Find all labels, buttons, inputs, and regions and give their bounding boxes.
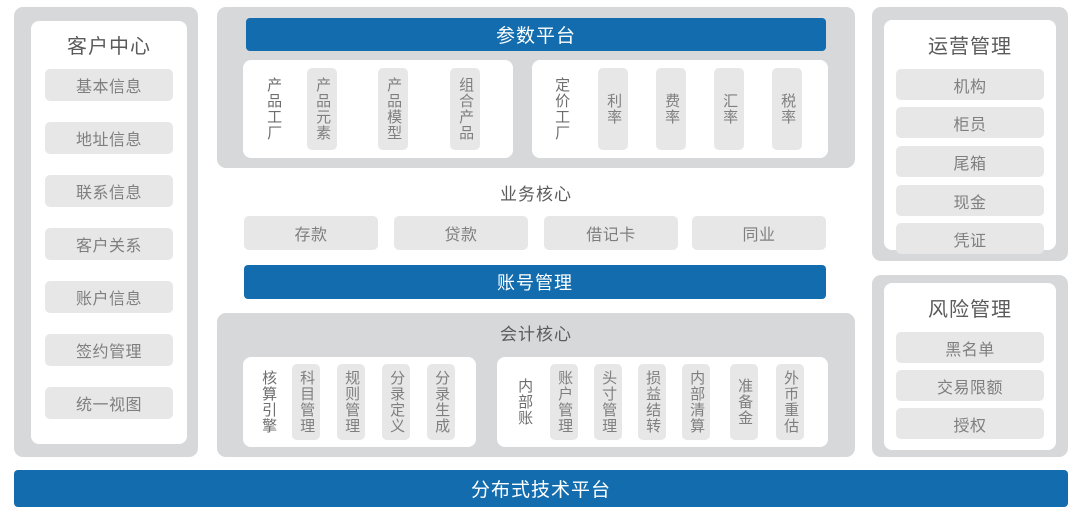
customer-center-item-account-info[interactable]: 账户信息	[45, 281, 173, 313]
customer-center-item-contact-info[interactable]: 联系信息	[45, 175, 173, 207]
business-core-item-loan[interactable]: 贷款	[394, 216, 528, 250]
distributed-tech-platform-banner[interactable]: 分布式技术平台	[14, 470, 1068, 507]
accounting-engine-label: 核算引擎	[260, 370, 278, 434]
business-core-item-interbank[interactable]: 同业	[692, 216, 826, 250]
internal-account-item-profit-loss-carryover[interactable]: 损益结转	[638, 364, 666, 440]
business-core-item-deposit[interactable]: 存款	[244, 216, 378, 250]
risk-title: 风险管理	[928, 299, 1012, 321]
internal-account-label: 内部账	[516, 378, 534, 426]
risk-item-authorization[interactable]: 授权	[896, 408, 1044, 439]
accounting-engine-item-entry-definition[interactable]: 分录定义	[382, 364, 410, 440]
operations-item-cash[interactable]: 现金	[896, 185, 1044, 216]
customer-center-item-unified-view[interactable]: 统一视图	[45, 387, 173, 419]
product-factory-item-product-model[interactable]: 产品模型	[378, 68, 408, 150]
product-factory-item-product-element[interactable]: 产品元素	[307, 68, 337, 150]
accounting-engine-item-entry-generation[interactable]: 分录生成	[427, 364, 455, 440]
internal-account-item-position-mgmt[interactable]: 头寸管理	[594, 364, 622, 440]
customer-center-item-basic-info[interactable]: 基本信息	[45, 69, 173, 101]
account-management-banner[interactable]: 账号管理	[244, 265, 826, 299]
customer-center-item-address-info[interactable]: 地址信息	[45, 122, 173, 154]
operations-item-cash-box[interactable]: 尾箱	[896, 146, 1044, 177]
internal-account-item-internal-settlement[interactable]: 内部清算	[682, 364, 710, 440]
parameter-platform-banner[interactable]: 参数平台	[246, 18, 826, 51]
pricing-factory-item-interest-rate[interactable]: 利率	[598, 68, 628, 150]
operations-title: 运营管理	[928, 36, 1012, 58]
pricing-factory-item-exchange-rate[interactable]: 汇率	[714, 68, 744, 150]
accounting-core-title: 会计核心	[500, 325, 572, 344]
risk-item-transaction-limit[interactable]: 交易限额	[896, 370, 1044, 401]
business-core-item-debit-card[interactable]: 借记卡	[544, 216, 678, 250]
internal-account-item-fx-revaluation[interactable]: 外币重估	[776, 364, 804, 440]
pricing-factory-label: 定价工厂	[553, 77, 571, 141]
product-factory-item-composite-product[interactable]: 组合产品	[450, 68, 480, 150]
operations-item-teller[interactable]: 柜员	[896, 107, 1044, 138]
pricing-factory-item-tax-rate[interactable]: 税率	[772, 68, 802, 150]
customer-center-title: 客户中心	[67, 36, 151, 58]
accounting-engine-item-rule-mgmt[interactable]: 规则管理	[337, 364, 365, 440]
risk-item-blacklist[interactable]: 黑名单	[896, 332, 1044, 363]
operations-item-institution[interactable]: 机构	[896, 69, 1044, 100]
operations-item-voucher[interactable]: 凭证	[896, 223, 1044, 254]
pricing-factory-item-fee-rate[interactable]: 费率	[656, 68, 686, 150]
business-core-title: 业务核心	[500, 185, 572, 204]
customer-center-item-relationship[interactable]: 客户关系	[45, 228, 173, 260]
internal-account-item-account-mgmt[interactable]: 账户管理	[550, 364, 578, 440]
product-factory-label: 产品工厂	[265, 77, 283, 141]
internal-account-item-reserve[interactable]: 准备金	[730, 364, 758, 440]
customer-center-item-contract-mgmt[interactable]: 签约管理	[45, 334, 173, 366]
accounting-engine-item-subject-mgmt[interactable]: 科目管理	[292, 364, 320, 440]
